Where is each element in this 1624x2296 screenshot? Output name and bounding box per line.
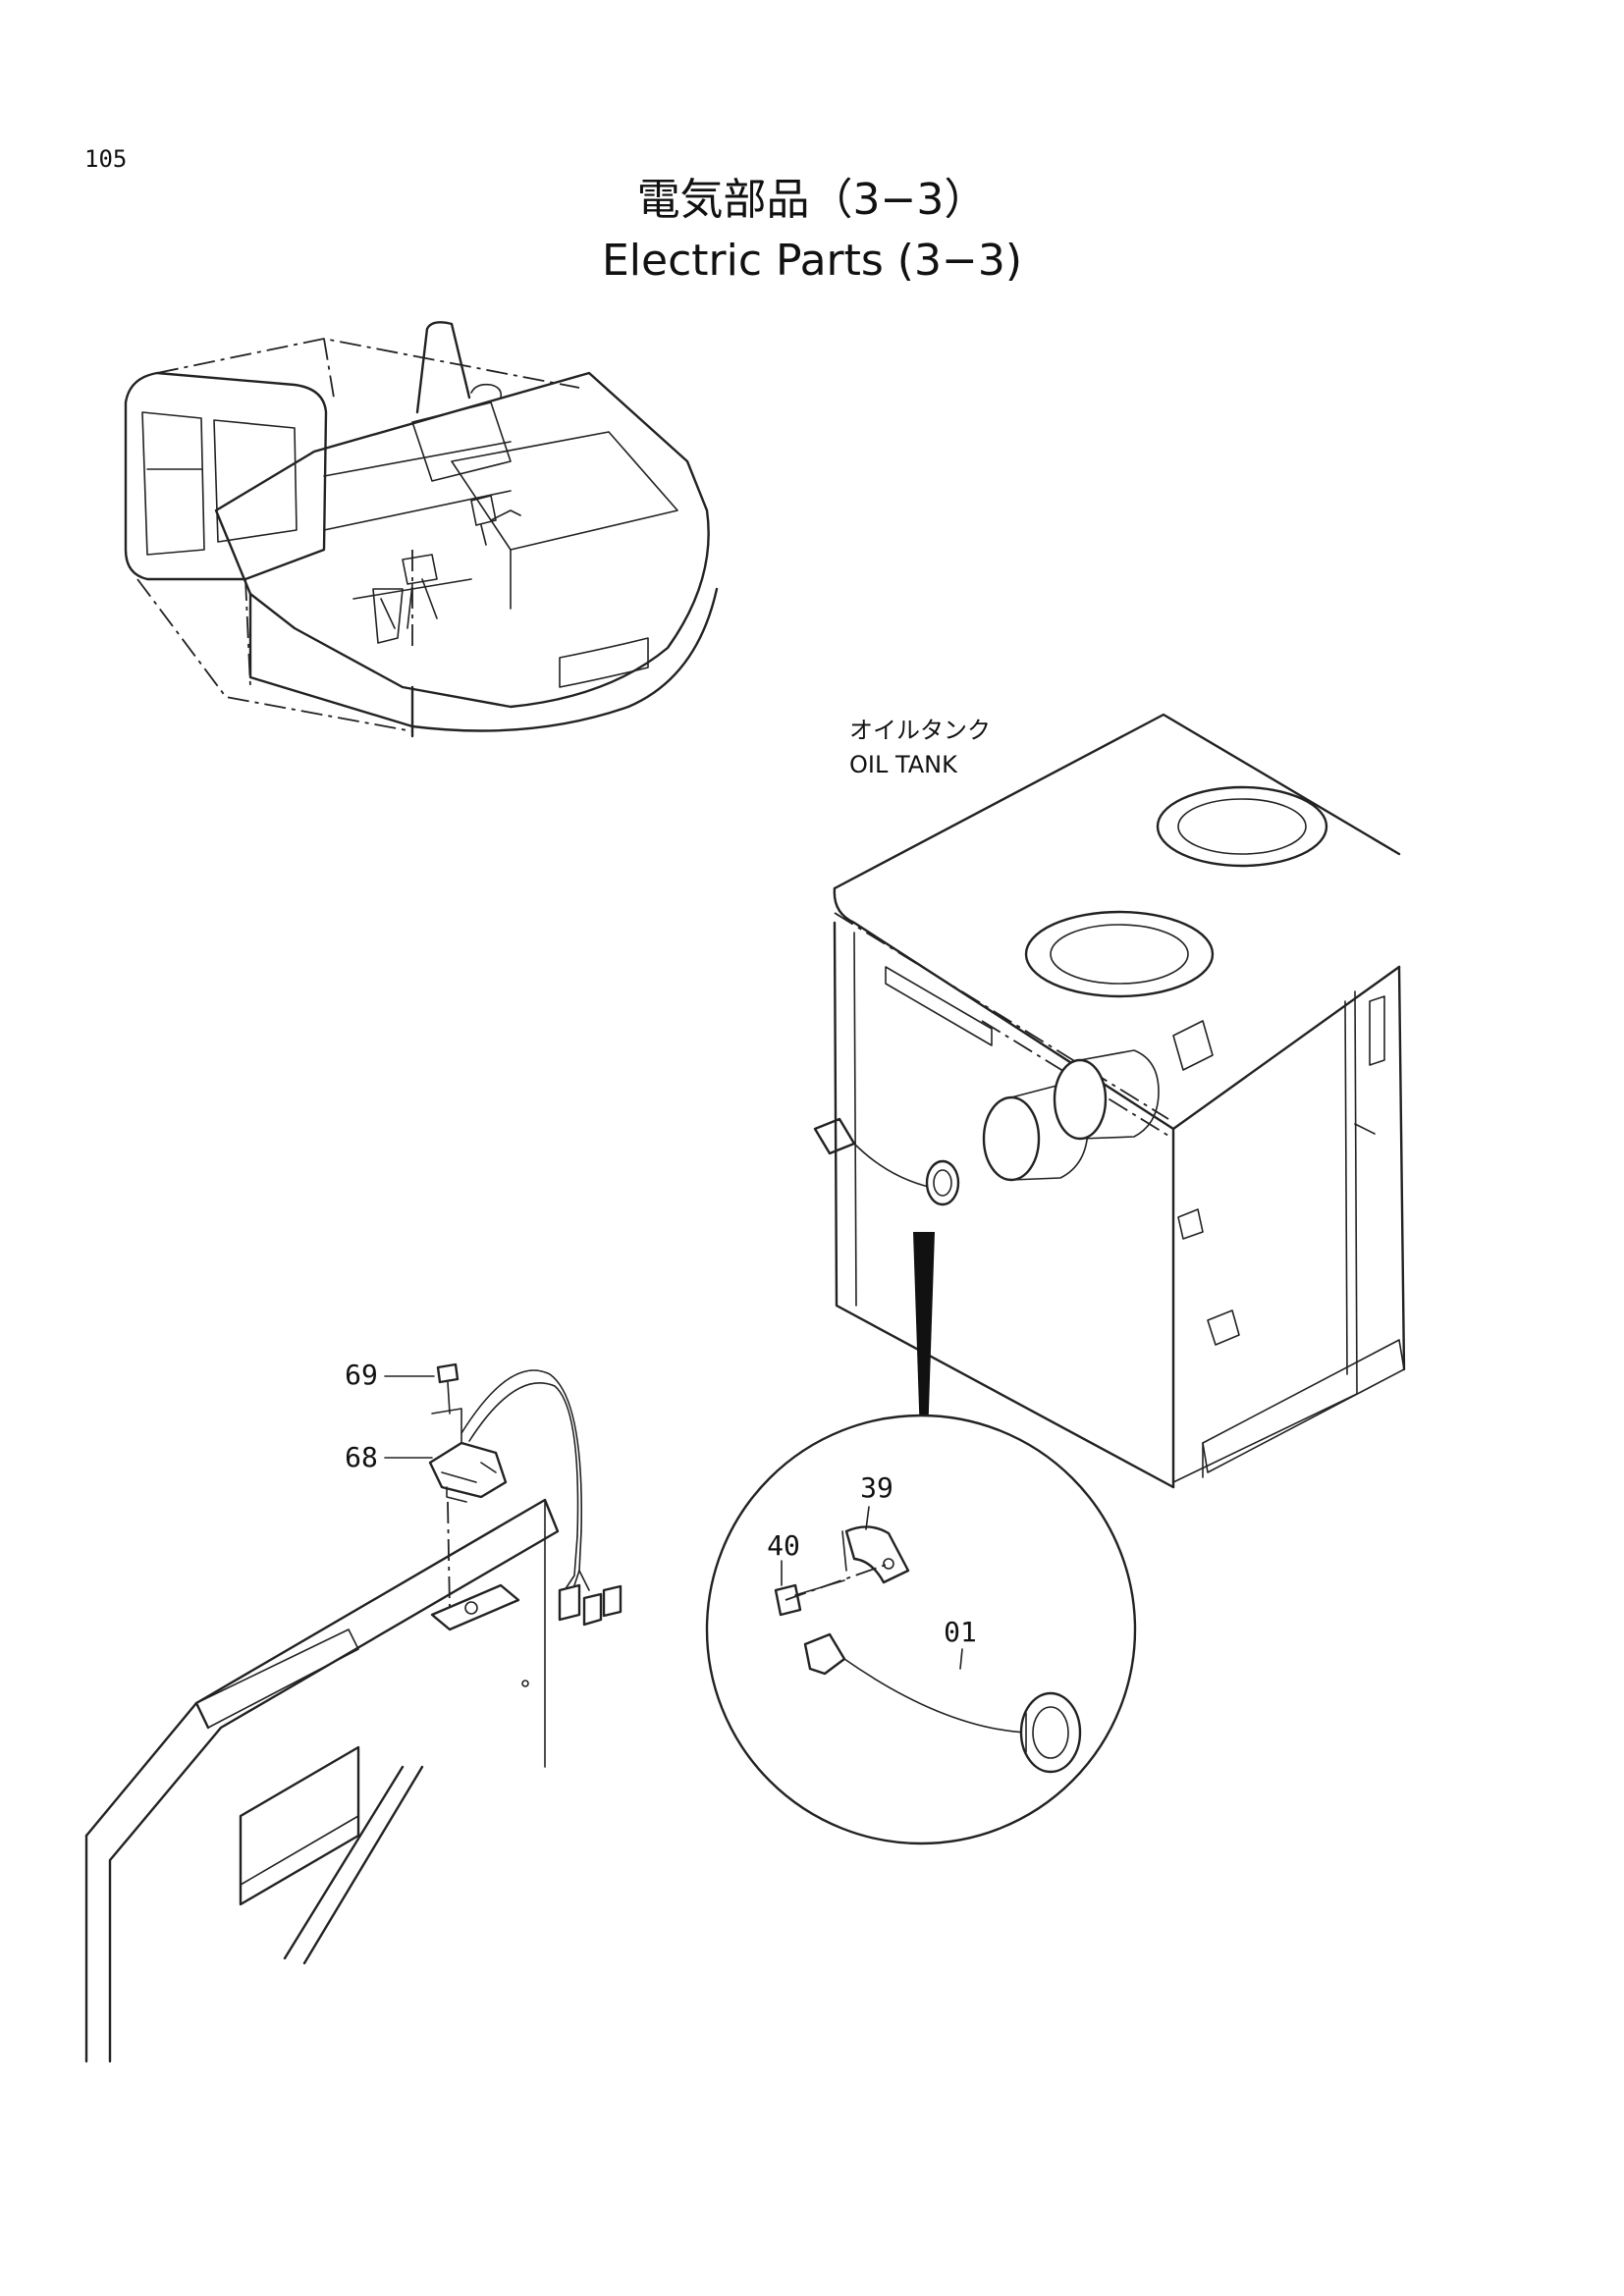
excavator-overview-illustration: [124, 321, 719, 738]
oil-tank-label-english: OIL TANK: [849, 751, 958, 778]
callout-01: 01: [944, 1616, 977, 1648]
callout-39: 39: [860, 1471, 893, 1504]
callout-69: 69: [345, 1359, 378, 1391]
detail-pointer: [913, 1232, 935, 1438]
oil-tank-label-japanese: オイルタンク: [849, 717, 991, 744]
title-english: Electric Parts (3−3): [602, 236, 1022, 286]
switch-assembly-illustration: [84, 1362, 623, 2063]
page-number: 105: [84, 145, 127, 173]
title-japanese: 電気部品（3−3）: [637, 175, 988, 225]
callout-40: 40: [767, 1529, 800, 1562]
callout-68: 68: [345, 1441, 378, 1473]
oil-tank-illustration: [813, 713, 1406, 1489]
detail-view-circle: [705, 1414, 1137, 1845]
